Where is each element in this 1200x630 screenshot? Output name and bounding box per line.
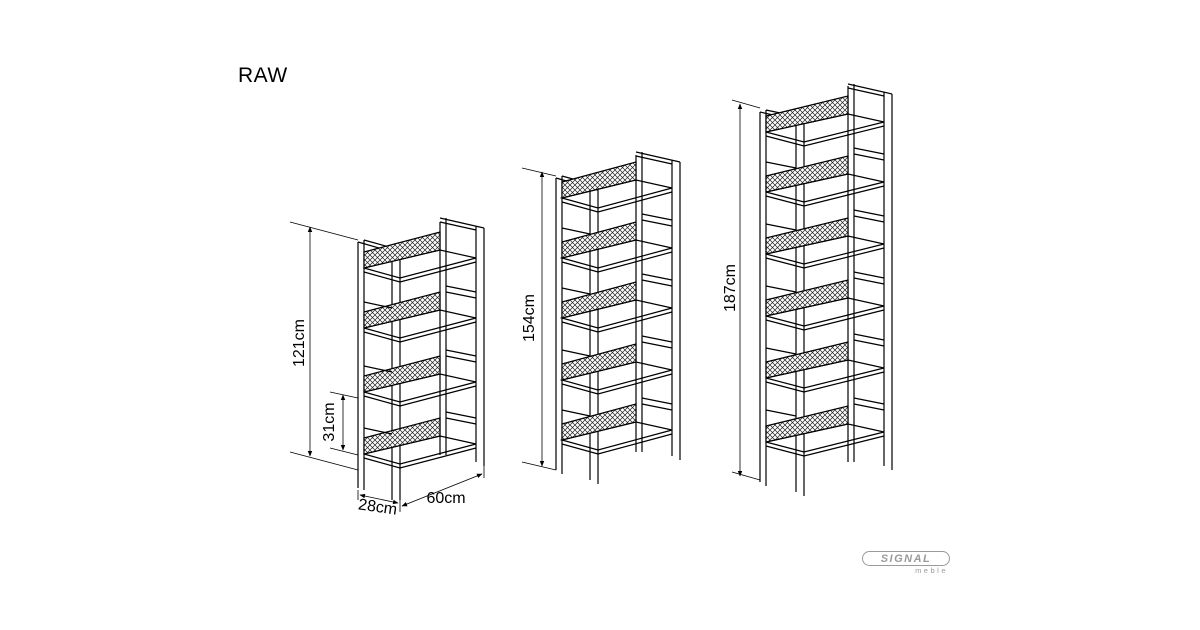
- dimension-lines-187: [731, 99, 761, 481]
- dimension-lines-121: [289, 221, 485, 512]
- height-label-121: 121cm: [291, 319, 308, 367]
- shelf-unit-187: [759, 83, 893, 496]
- height-label-187: 187cm: [722, 264, 739, 312]
- logo-wordmark: SIGNAL: [880, 552, 932, 565]
- brand-logo: SIGNAL meble: [862, 551, 954, 577]
- height-label-154: 154cm: [521, 294, 538, 342]
- logo-badge: SIGNAL: [862, 551, 950, 566]
- product-title: RAW: [238, 64, 288, 87]
- depth-label-28: 28cm: [357, 496, 398, 518]
- shelf-height-label-31: 31cm: [321, 402, 338, 441]
- width-label-60: 60cm: [426, 490, 465, 507]
- shelf-unit-154: [555, 151, 681, 484]
- shelf-unit-121: [357, 217, 485, 500]
- dimension-lines-154: [521, 167, 557, 471]
- logo-tagline: meble: [915, 566, 948, 575]
